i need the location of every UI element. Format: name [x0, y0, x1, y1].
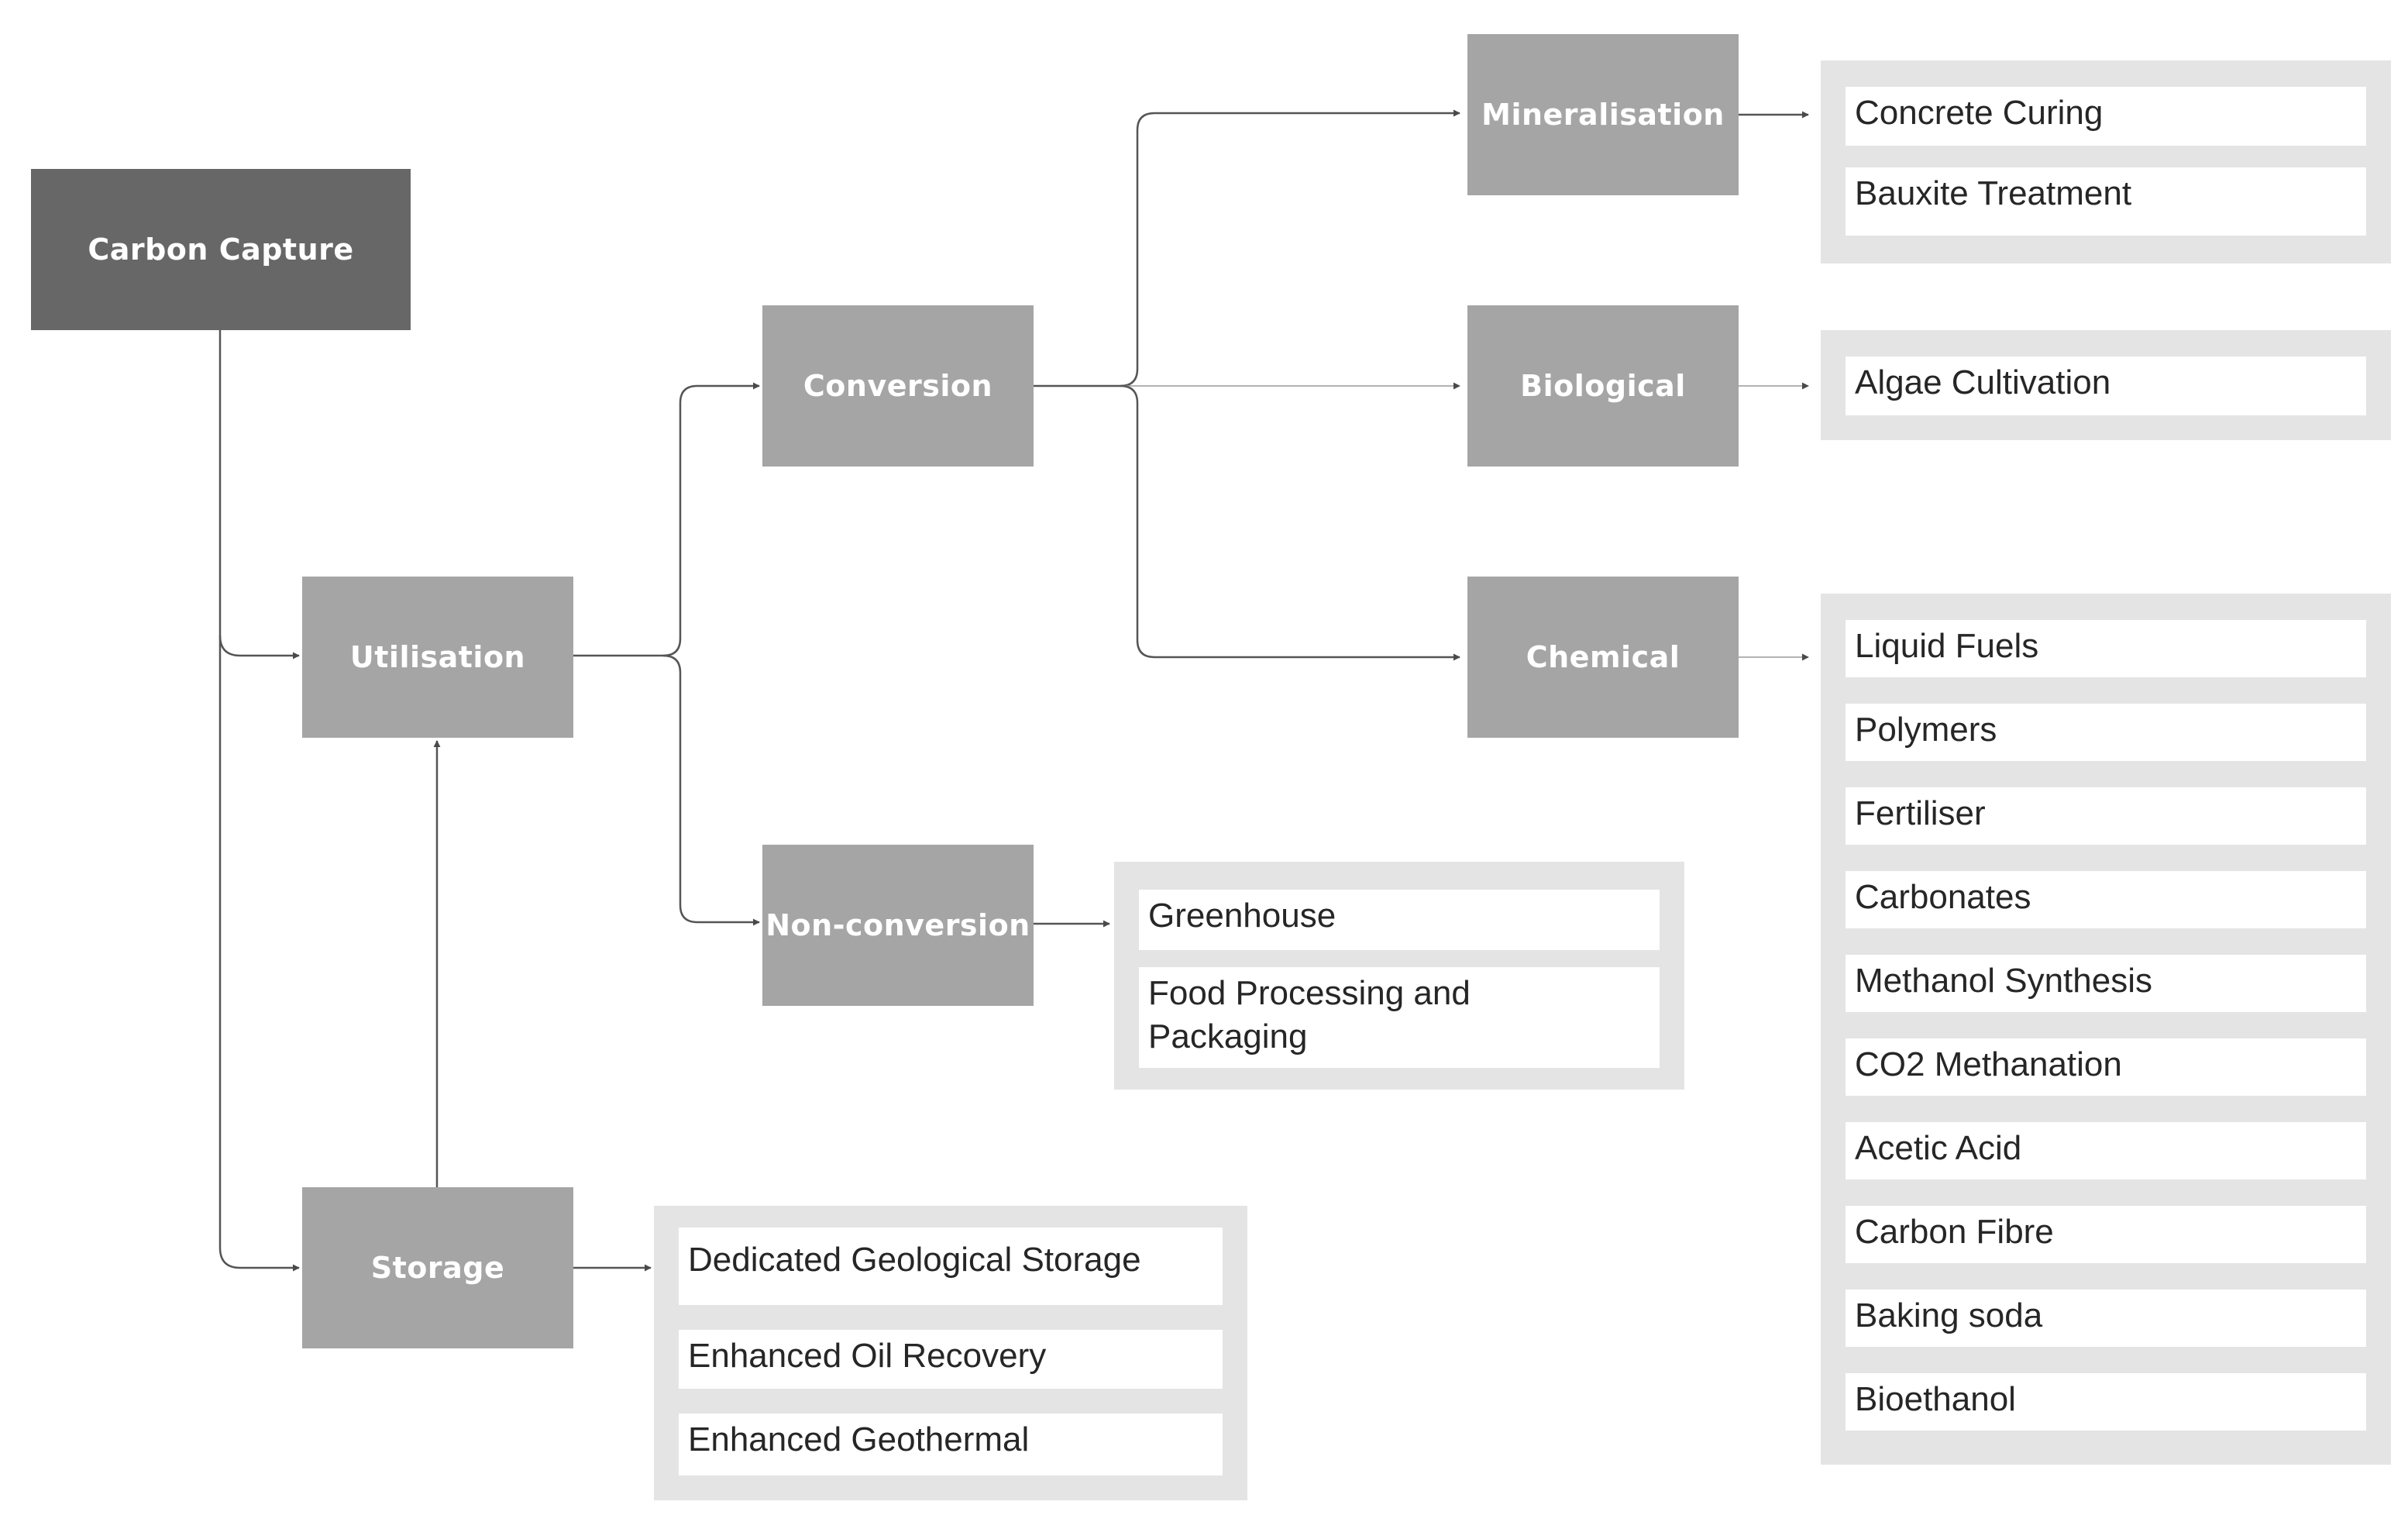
edge-capture-to-storage: [218, 635, 300, 1272]
list-item: Greenhouse: [1139, 890, 1660, 950]
node-storage: Storage: [302, 1187, 573, 1348]
list-item: Concrete Curing: [1846, 87, 2366, 146]
list-item: Enhanced Geothermal: [679, 1414, 1223, 1476]
list-item: Carbon Fibre: [1846, 1206, 2366, 1263]
node-biological: Biological: [1467, 305, 1739, 467]
list-item: Methanol Synthesis: [1846, 955, 2366, 1012]
list-item: Bauxite Treatment: [1846, 167, 2366, 236]
node-conversion: Conversion: [762, 305, 1034, 467]
list-item: Bioethanol: [1846, 1373, 2366, 1431]
list-item: Enhanced Oil Recovery: [679, 1330, 1223, 1389]
edge-utilisation-to-nonconversion: [662, 654, 760, 926]
list-item: Carbonates: [1846, 871, 2366, 928]
node-mineralisation: Mineralisation: [1467, 34, 1739, 195]
node-non-conversion: Non-conversion: [762, 845, 1034, 1006]
list-item: Food Processing and Packaging: [1139, 967, 1660, 1068]
node-chemical: Chemical: [1467, 577, 1739, 738]
list-item: Polymers: [1846, 704, 2366, 761]
list-item: Dedicated Geological Storage: [679, 1228, 1223, 1305]
list-item: CO2 Methanation: [1846, 1038, 2366, 1096]
list-item: Liquid Fuels: [1846, 620, 2366, 677]
list-item: Algae Cultivation: [1846, 356, 2366, 415]
edge-utilisation-to-conversion: [573, 382, 760, 657]
node-carbon-capture: Carbon Capture: [31, 169, 411, 330]
list-item: Fertiliser: [1846, 787, 2366, 845]
list-item: Acetic Acid: [1846, 1122, 2366, 1179]
edge-conversion-to-mineralisation: [1030, 109, 1460, 387]
edge-capture-to-utilisation: [218, 330, 300, 659]
edge-conversion-to-chemical: [1120, 384, 1460, 661]
list-item: Baking soda: [1846, 1290, 2366, 1347]
node-utilisation: Utilisation: [302, 577, 573, 738]
